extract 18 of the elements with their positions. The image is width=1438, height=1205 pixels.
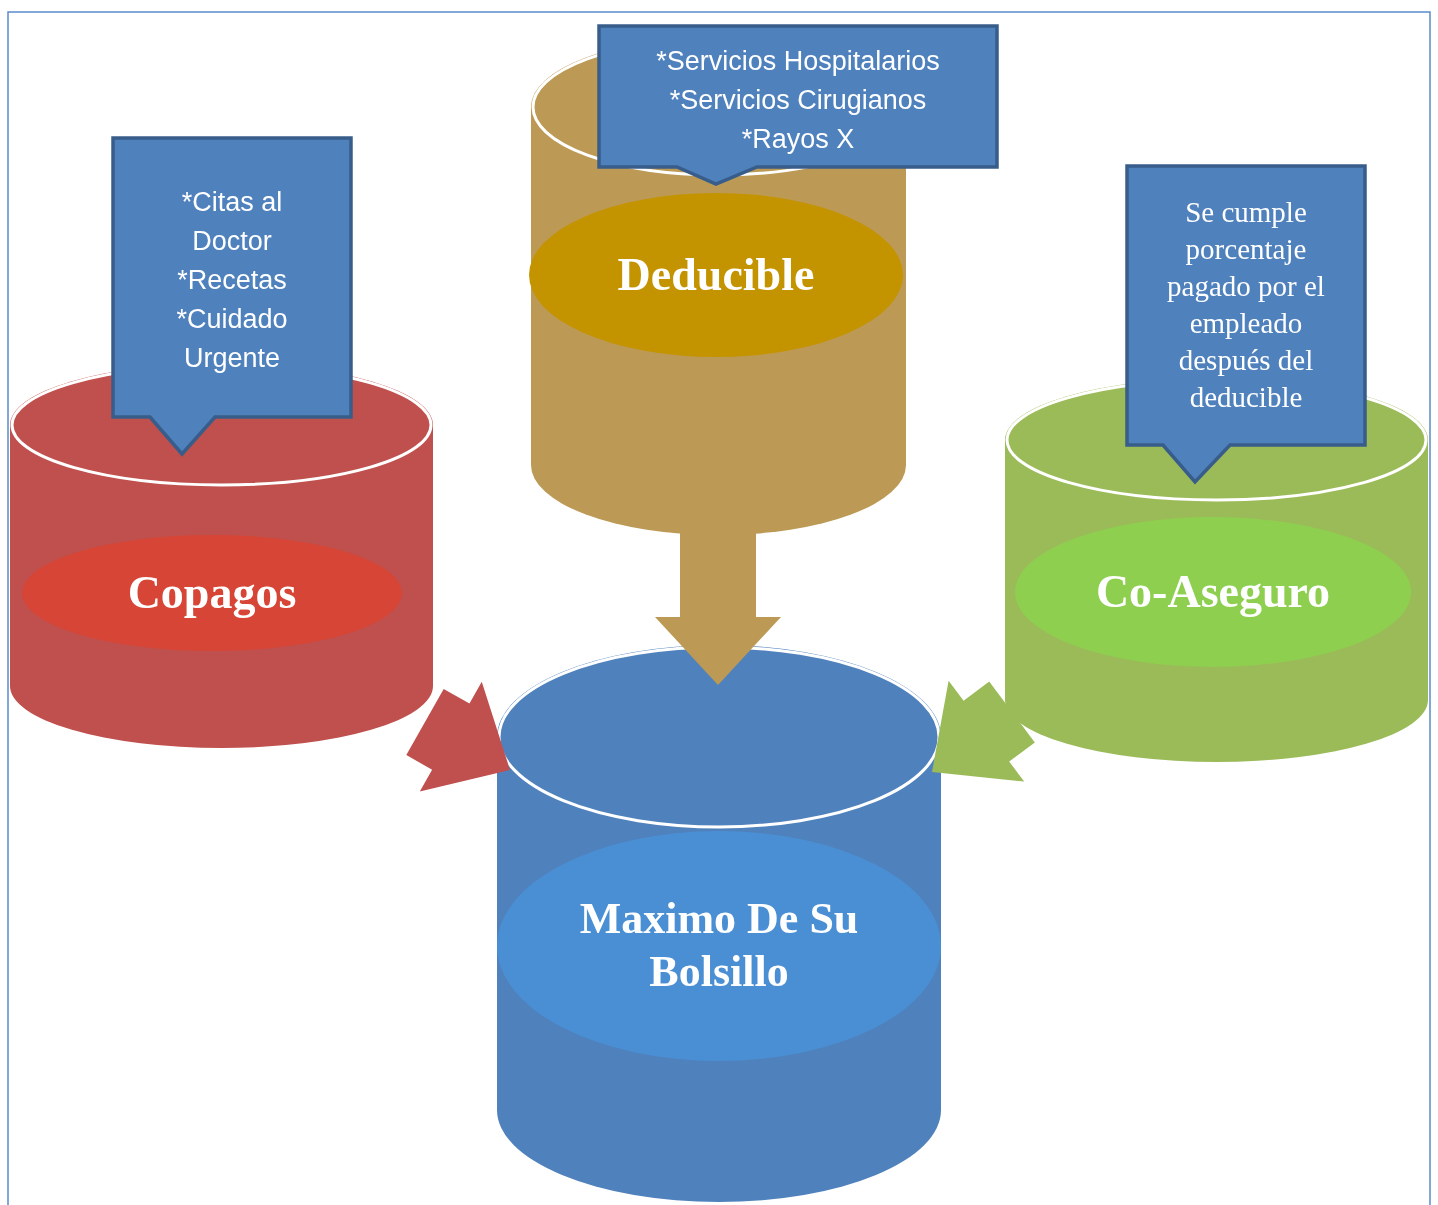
callout-tooltip — [599, 26, 997, 184]
cylinder-label: Co-Aseguro — [1094, 565, 1332, 620]
block-arrow — [406, 681, 510, 792]
callout-tooltip — [1127, 166, 1365, 482]
callout-text: *Cuidado Urgente — [175, 303, 289, 375]
callout-text: *Servicios Hospitalarios — [655, 45, 941, 78]
callout-text: *Servicios Cirugianos — [668, 84, 928, 117]
cylinder-label: Copagos — [126, 566, 298, 621]
callout-text: *Rayos X — [740, 123, 856, 156]
callout-text: Se cumple porcentaje pagado por el empleado después del deducible — [1166, 195, 1326, 415]
callout-text: *Recetas — [176, 264, 288, 297]
cylinder — [497, 645, 941, 1202]
callout-text: *Citas al Doctor — [180, 186, 284, 258]
callout-tooltip — [113, 138, 351, 454]
block-arrow — [932, 680, 1035, 782]
cylinder-label: Maximo De Su Bolsillo — [578, 893, 860, 998]
block-arrow — [655, 533, 781, 685]
cylinder-label: Deducible — [616, 248, 816, 303]
